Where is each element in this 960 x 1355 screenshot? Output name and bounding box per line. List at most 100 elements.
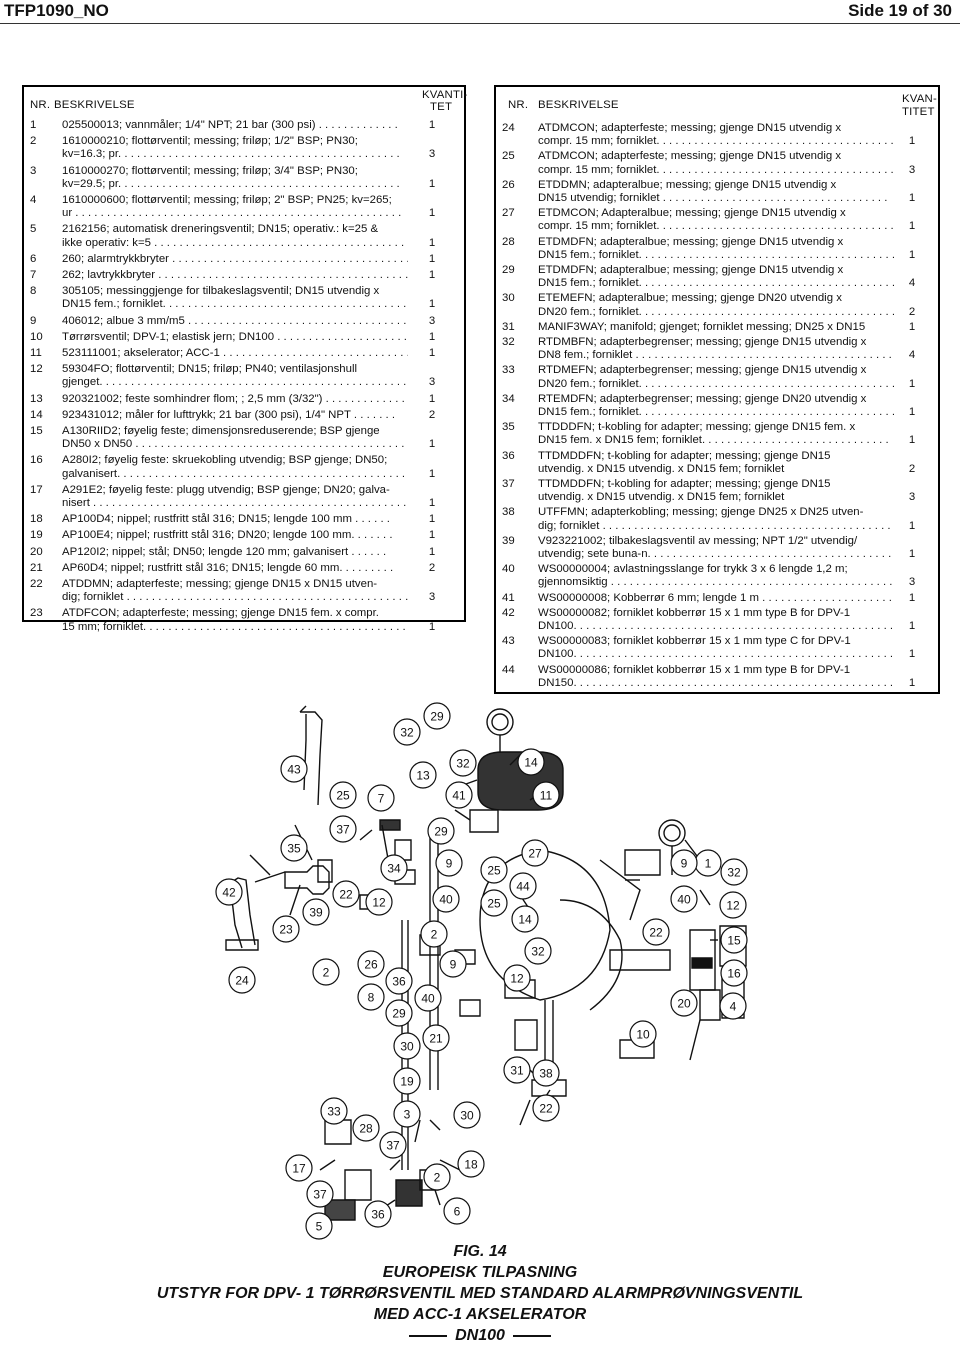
callout-circle xyxy=(480,856,508,884)
item-description: 1610000270; flottørventil; messing; fril… xyxy=(62,165,408,191)
callout-27: 27 xyxy=(521,839,549,867)
item-number: 26 xyxy=(502,178,515,191)
item-description: ETDMCON; Adapteralbue; messing; gjenge D… xyxy=(538,207,894,233)
callout-label: 33 xyxy=(327,1105,341,1119)
callout-circle xyxy=(285,1154,313,1182)
callout-label: 32 xyxy=(531,945,545,959)
figure-number: FIG. 14 xyxy=(453,1243,507,1260)
item-quantity: 1 xyxy=(908,434,916,447)
item-number: 28 xyxy=(502,235,515,248)
item-description: ETDMDFN; adapteralbue; messing; gjenge D… xyxy=(538,236,894,262)
item-quantity: 1 xyxy=(428,252,436,265)
callout-circle xyxy=(280,755,308,783)
description-line: DN15 fem.; forniklet. . . . . . . . . . … xyxy=(538,277,894,290)
callout-circle xyxy=(443,1197,471,1225)
item-number: 41 xyxy=(502,591,515,604)
item-description: WS00000082; forniklet kobberrør 15 x 1 m… xyxy=(538,607,894,633)
item-quantity: 1 xyxy=(908,619,916,632)
description-line: RTDMBFN; adapterbegrenser; messing; gjen… xyxy=(538,336,867,348)
item-quantity: 1 xyxy=(908,519,916,532)
description-line: 59304FO; flottørventil; DN15; friløp; PN… xyxy=(62,363,358,376)
callout-circle xyxy=(306,1180,334,1208)
callout-label: 25 xyxy=(487,897,501,911)
item-description: 260; alarmtrykkbryter . . . . . . . . . … xyxy=(62,253,408,266)
callout-label: 14 xyxy=(524,756,538,770)
description-line: ETDMDFN; adapteralbue; messing; gjenge D… xyxy=(538,264,844,276)
item-description: RTDMEFN; adapterbegrenser; messing; gjen… xyxy=(538,364,894,390)
callout-32: 32 xyxy=(720,858,748,886)
item-quantity: 1 xyxy=(428,177,436,190)
callout-circle xyxy=(365,888,393,916)
callout-11: 11 xyxy=(532,781,560,809)
callout-37: 37 xyxy=(329,815,357,843)
item-number: 2 xyxy=(30,135,37,148)
callout-label: 2 xyxy=(431,928,438,942)
item-number: 42 xyxy=(502,606,515,619)
description-line: WS00000008; Kobberrør 6 mm; lengde 1 m .… xyxy=(538,591,894,604)
item-quantity: 1 xyxy=(908,547,916,560)
callout-circle xyxy=(280,834,308,862)
callout-circle xyxy=(457,1150,485,1178)
item-quantity: 2 xyxy=(428,408,436,421)
callout-31: 31 xyxy=(503,1056,531,1084)
callout-12: 12 xyxy=(365,888,393,916)
item-number: 22 xyxy=(30,578,43,590)
callout-circle xyxy=(719,891,747,919)
item-description: A130RIID2; føyelig feste; dimensjonsredu… xyxy=(62,425,408,451)
page-number: Side 19 of 30 xyxy=(848,1,952,20)
description-line: A130RIID2; føyelig feste; dimensjonsredu… xyxy=(62,425,380,437)
description-line: TTDMDDFN; t-kobling for adapter; messing… xyxy=(538,478,831,490)
item-quantity: 2 xyxy=(908,305,916,318)
callout-5: 5 xyxy=(305,1212,333,1240)
description-line: DN50 x DN50 . . . . . . . . . . . . . . … xyxy=(62,438,408,451)
callout-label: 20 xyxy=(677,997,691,1011)
callout-label: 38 xyxy=(539,1067,553,1081)
callout-circle xyxy=(480,889,508,917)
item-quantity: 1 xyxy=(428,330,436,343)
item-description: WS00000083; forniklet kobberrør 15 x 1 m… xyxy=(538,635,894,661)
callout-circle xyxy=(449,749,477,777)
callout-circle xyxy=(357,950,385,978)
item-description: AP100D4; nippel; rustfritt stål 316; DN1… xyxy=(62,513,408,526)
item-number: 8 xyxy=(30,285,37,298)
item-number: 5 xyxy=(30,223,37,236)
callout-circle xyxy=(521,839,549,867)
description-line: V923221002; tilbakeslagsventil av messin… xyxy=(538,534,858,547)
callout-label: 21 xyxy=(429,1032,443,1046)
callout-label: 22 xyxy=(649,926,663,940)
figure-dn-label: DN100 xyxy=(0,1327,960,1345)
callout-13: 13 xyxy=(409,761,437,789)
callout-label: 7 xyxy=(378,792,385,806)
item-number: 7 xyxy=(30,269,37,281)
header-divider xyxy=(0,23,960,24)
description-line: DN20 fem.; forniklet. . . . . . . . . . … xyxy=(538,305,894,318)
callout-label: 9 xyxy=(681,857,688,871)
item-description: 2162156; automatisk dreneringsventil; DN… xyxy=(62,223,408,249)
callout-circle xyxy=(719,992,747,1020)
callout-label: 17 xyxy=(292,1162,306,1176)
callout-label: 22 xyxy=(539,1102,553,1116)
callout-label: 36 xyxy=(392,975,406,989)
item-quantity: 1 xyxy=(908,248,916,261)
callout-circle xyxy=(503,1056,531,1084)
callout-label: 5 xyxy=(316,1220,323,1234)
callout-12: 12 xyxy=(503,964,531,992)
callout-label: 37 xyxy=(386,1139,400,1153)
callout-9: 9 xyxy=(435,849,463,877)
description-line: Tørrørsventil; DPV-1; elastisk jern; DN1… xyxy=(62,330,408,343)
description-line: utvendig; sete buna-n. . . . . . . . . .… xyxy=(538,548,894,560)
description-line: 262; lavtrykkbryter . . . . . . . . . . … xyxy=(62,269,408,281)
item-description: TTDDDFN; t-kobling for adapter; messing;… xyxy=(538,421,894,447)
column-header-quantity-1: KVANTI- xyxy=(422,89,468,101)
description-line: 260; alarmtrykkbryter . . . . . . . . . … xyxy=(62,252,408,265)
item-number: 9 xyxy=(30,314,37,327)
item-quantity: 1 xyxy=(428,347,436,359)
item-number: 29 xyxy=(502,264,515,276)
callout-label: 29 xyxy=(430,710,444,724)
callout-circle xyxy=(720,926,748,954)
item-quantity: 1 xyxy=(428,392,436,405)
item-number: 12 xyxy=(30,363,43,376)
item-description: V923221002; tilbakeslagsventil av messin… xyxy=(538,535,894,561)
callout-circle xyxy=(532,1059,560,1087)
